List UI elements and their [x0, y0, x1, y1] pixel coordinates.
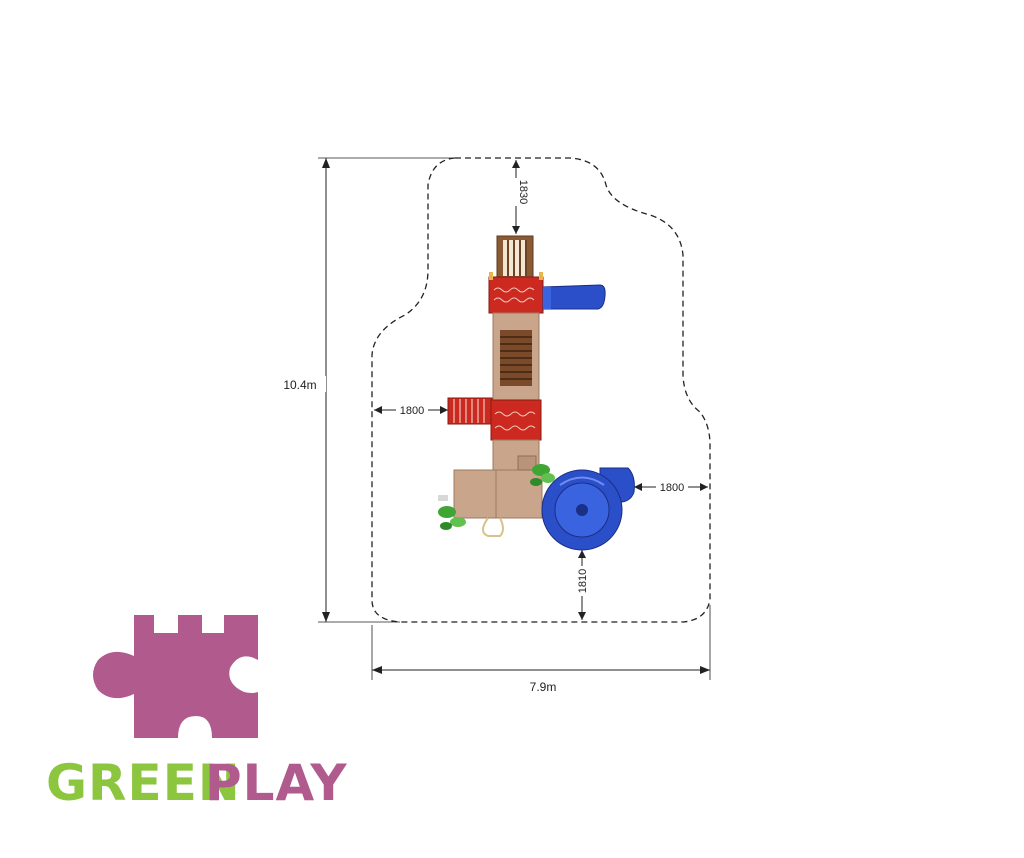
upper-tower-roof [488, 272, 544, 314]
puzzle-piece-icon [93, 615, 258, 738]
safety-zone-outline [371, 157, 711, 623]
width-dimension: 7.9m [371, 605, 711, 694]
lower-tower-roof [490, 399, 542, 441]
foliage-top-right [530, 464, 555, 486]
clearance-bottom-label: 1810 [577, 569, 589, 593]
top-ladder [496, 235, 534, 279]
foliage-left [438, 495, 466, 530]
lower-decks [453, 439, 543, 537]
clearance-left-label: 1800 [400, 405, 424, 417]
greenplay-logo: GREEN PLAY [46, 615, 348, 812]
left-red-platform [447, 397, 493, 425]
clearance-bottom-dimension: 1810 [574, 550, 590, 620]
brand-play: PLAY [205, 754, 348, 812]
top-blue-slide [542, 284, 606, 310]
height-label: 10.4m [283, 378, 316, 392]
spiral-slide [541, 467, 635, 551]
wooden-bridge [500, 330, 532, 386]
playground-structure [438, 235, 635, 551]
clearance-right-dimension: 1800 [634, 480, 708, 494]
width-label: 7.9m [530, 680, 557, 694]
clearance-top-dimension: 1830 [508, 160, 529, 234]
brand-green: GREEN [46, 754, 241, 812]
clearance-top-label: 1830 [517, 180, 529, 204]
height-dimension: 10.4m [283, 157, 460, 623]
clearance-right-label: 1800 [660, 482, 684, 494]
clearance-left-dimension: 1800 [374, 403, 448, 417]
